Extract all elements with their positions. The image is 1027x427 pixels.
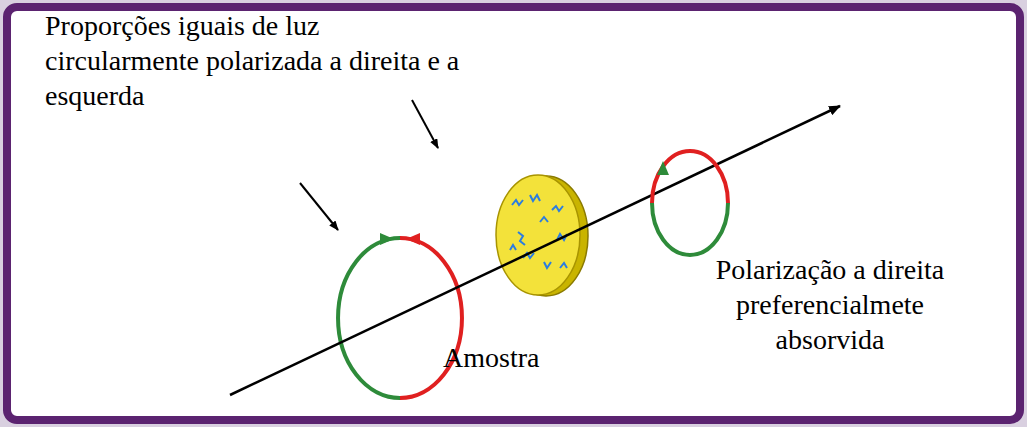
green-arrowhead [657,161,669,175]
absorbed-light-label: Polarização a direita preferencialmete a… [680,252,980,357]
light-beam-arrow [230,106,840,395]
right-circular-red [652,151,728,203]
sample-label: Amostra [443,340,583,375]
leader-arrow [300,183,338,230]
incident-light-label: Proporções iguais de luz circularmente p… [45,8,470,113]
right-circular-green [652,203,728,255]
left-circular-red [400,238,462,398]
green-arrowhead [380,233,394,245]
leader-arrow [412,100,438,148]
red-arrowhead [406,233,420,245]
